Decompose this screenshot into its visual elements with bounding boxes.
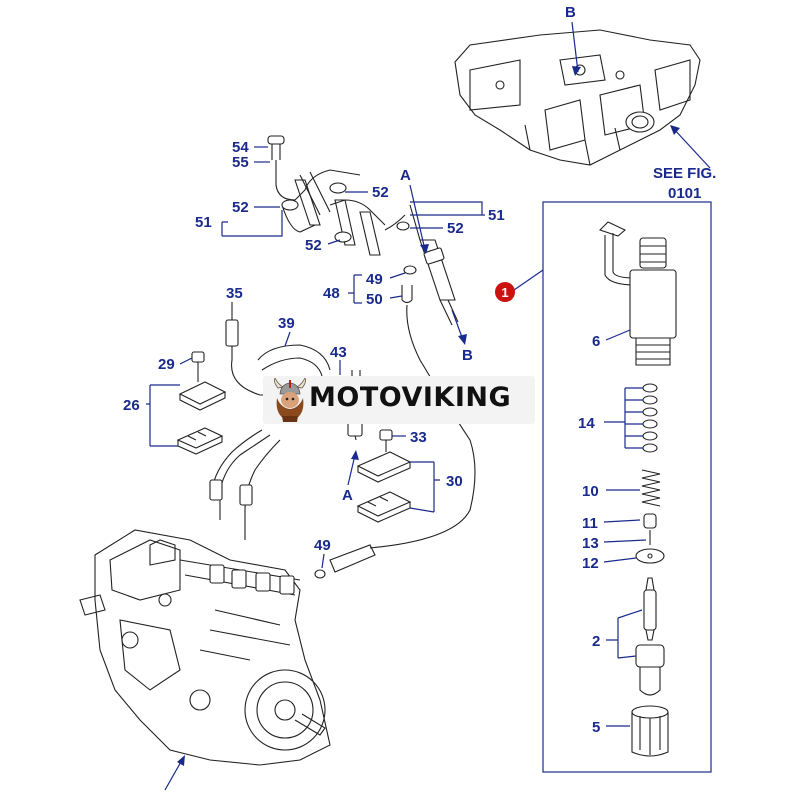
callout-52-d: 52: [447, 220, 464, 237]
callout-12: 12: [582, 555, 599, 572]
callout-52-a: 52: [372, 184, 389, 201]
callout-11: 11: [582, 515, 598, 532]
callout-50: 50: [366, 291, 383, 308]
watermark-text: MOTOVIKING: [309, 382, 512, 413]
injection-pump-drawing: [79, 429, 331, 766]
reference-marker-1: [495, 282, 515, 302]
ref-b-top: B: [565, 4, 576, 21]
callout-55: 55: [232, 154, 249, 171]
callout-6: 6: [592, 333, 600, 350]
ref-a-top: A: [400, 167, 411, 184]
callout-54: 54: [232, 139, 249, 156]
clamp-drawing: [176, 351, 227, 455]
ref-b-bottom: B: [462, 347, 473, 364]
callout-14: 14: [578, 415, 595, 432]
callout-52-c: 52: [305, 237, 322, 254]
injector-holder-drawing: [598, 221, 677, 366]
injector-detail-box: [542, 201, 712, 773]
spring-seat-drawing: [635, 513, 665, 564]
rail-pipe-drawing: [225, 302, 363, 441]
callout-39: 39: [278, 315, 295, 332]
callout-49-b: 49: [314, 537, 331, 554]
callout-43: 43: [330, 344, 347, 361]
see-fig-line1: SEE FIG.: [653, 165, 716, 182]
spring-drawing: [641, 469, 661, 507]
callout-51-a: 51: [195, 214, 212, 231]
see-fig-line2: 0101: [668, 185, 701, 202]
leak-off-pipe-drawing: [267, 135, 476, 579]
callout-33: 33: [410, 429, 427, 446]
callout-51-b: 51: [488, 207, 505, 224]
cylinder-head-drawing: [454, 29, 701, 166]
watermark-banner: MOTOVIKING: [263, 376, 535, 424]
callout-5: 5: [592, 719, 600, 736]
reference-marker-label: 1: [501, 285, 508, 300]
retaining-nut-drawing: [631, 705, 669, 757]
lower-clamp-drawing: [356, 429, 412, 523]
callout-35: 35: [226, 285, 243, 302]
ref-a-bottom: A: [342, 487, 353, 504]
callout-2: 2: [592, 633, 600, 650]
viking-head-icon: [274, 378, 306, 422]
shim-stack-drawing: [642, 383, 658, 453]
nozzle-drawing: [635, 577, 665, 696]
callout-49-a: 49: [366, 271, 383, 288]
callout-26: 26: [123, 397, 140, 414]
callout-13: 13: [582, 535, 599, 552]
callout-52-b: 52: [232, 199, 249, 216]
callout-48: 48: [323, 285, 340, 302]
callout-10: 10: [582, 483, 599, 500]
callout-30: 30: [446, 473, 463, 490]
callout-29: 29: [158, 356, 175, 373]
